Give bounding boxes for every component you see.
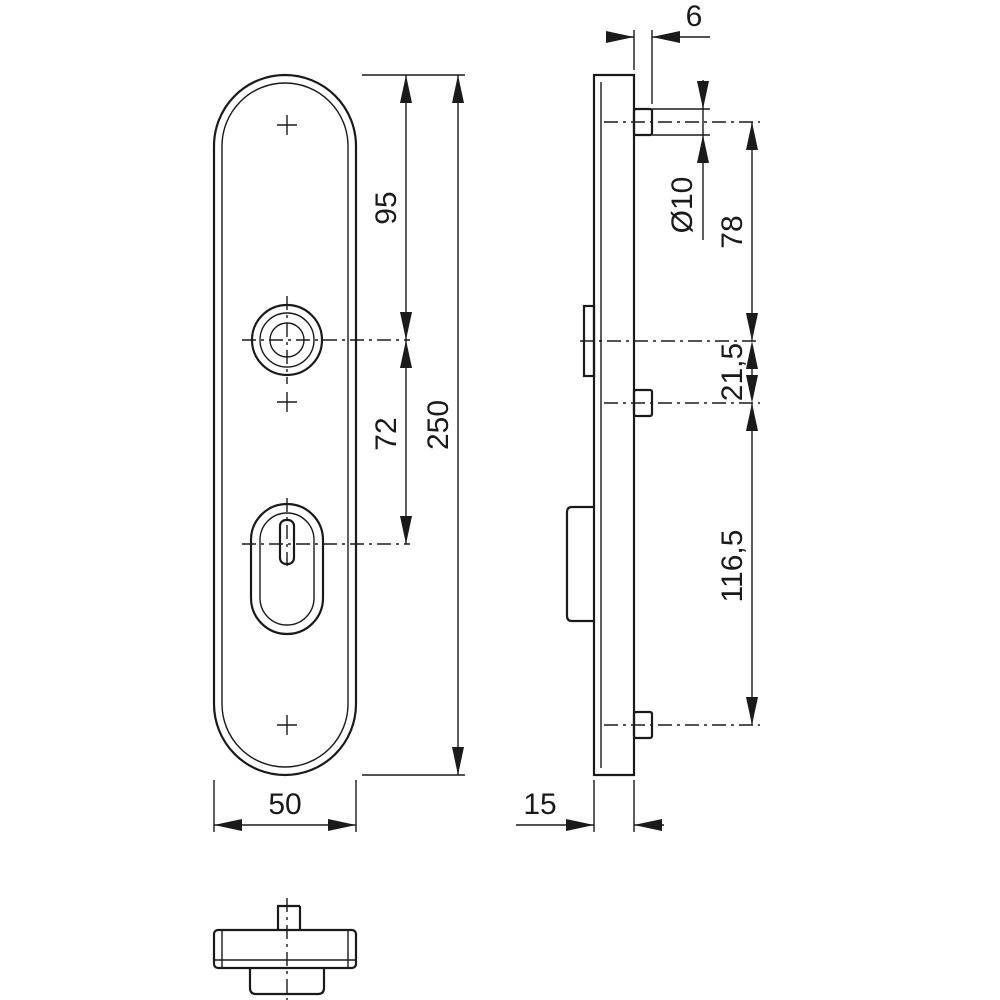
cylinder-hole	[242, 498, 410, 636]
bottom-view	[212, 898, 358, 1000]
front-view: 95 72 250 50	[212, 73, 465, 832]
pin-bottom	[604, 710, 760, 740]
screw-mark-bottom	[277, 715, 297, 735]
cylinder-housing	[565, 505, 594, 623]
plate-side-outline	[592, 73, 636, 777]
dimension-15-label: 15	[523, 788, 556, 821]
cylinder-housing-top-view	[248, 968, 326, 996]
spigot-top-view	[276, 904, 302, 930]
dimension-21-5: 21,5	[716, 341, 758, 403]
dimension-250: 250	[422, 75, 464, 775]
pin-top	[604, 107, 760, 137]
dimension-50: 50	[214, 788, 356, 831]
dimension-diameter-10-label: Ø10	[666, 177, 699, 234]
escutcheon-inner-outline	[221, 82, 349, 768]
dimension-78: 78	[716, 122, 758, 341]
screw-mark-top	[277, 115, 297, 135]
dimension-95: 95	[370, 75, 412, 340]
handle-rose	[242, 296, 410, 384]
dimension-50-label: 50	[268, 788, 301, 821]
dimension-95-label: 95	[370, 191, 403, 224]
dimension-6-label: 6	[686, 0, 703, 33]
dimension-15: 15	[516, 788, 664, 831]
escutcheon-outer-outline	[212, 73, 358, 777]
side-view: 6 Ø10 78 21,5 116,5	[516, 0, 760, 832]
dimension-78-label: 78	[716, 215, 749, 248]
dimension-diameter-10: Ø10	[666, 80, 709, 240]
dimension-116-5-label: 116,5	[716, 530, 749, 603]
dimension-116-5: 116,5	[716, 403, 758, 725]
dimension-250-label: 250	[422, 400, 455, 450]
dimension-72-label: 72	[370, 417, 403, 450]
pin-middle	[604, 388, 760, 418]
handle-spigot	[580, 304, 760, 378]
plate-top-view	[212, 928, 358, 970]
screw-mark-middle	[277, 392, 297, 412]
dimension-6: 6	[606, 0, 710, 43]
dimension-21-5-label: 21,5	[716, 343, 749, 401]
dimension-72: 72	[370, 340, 412, 544]
